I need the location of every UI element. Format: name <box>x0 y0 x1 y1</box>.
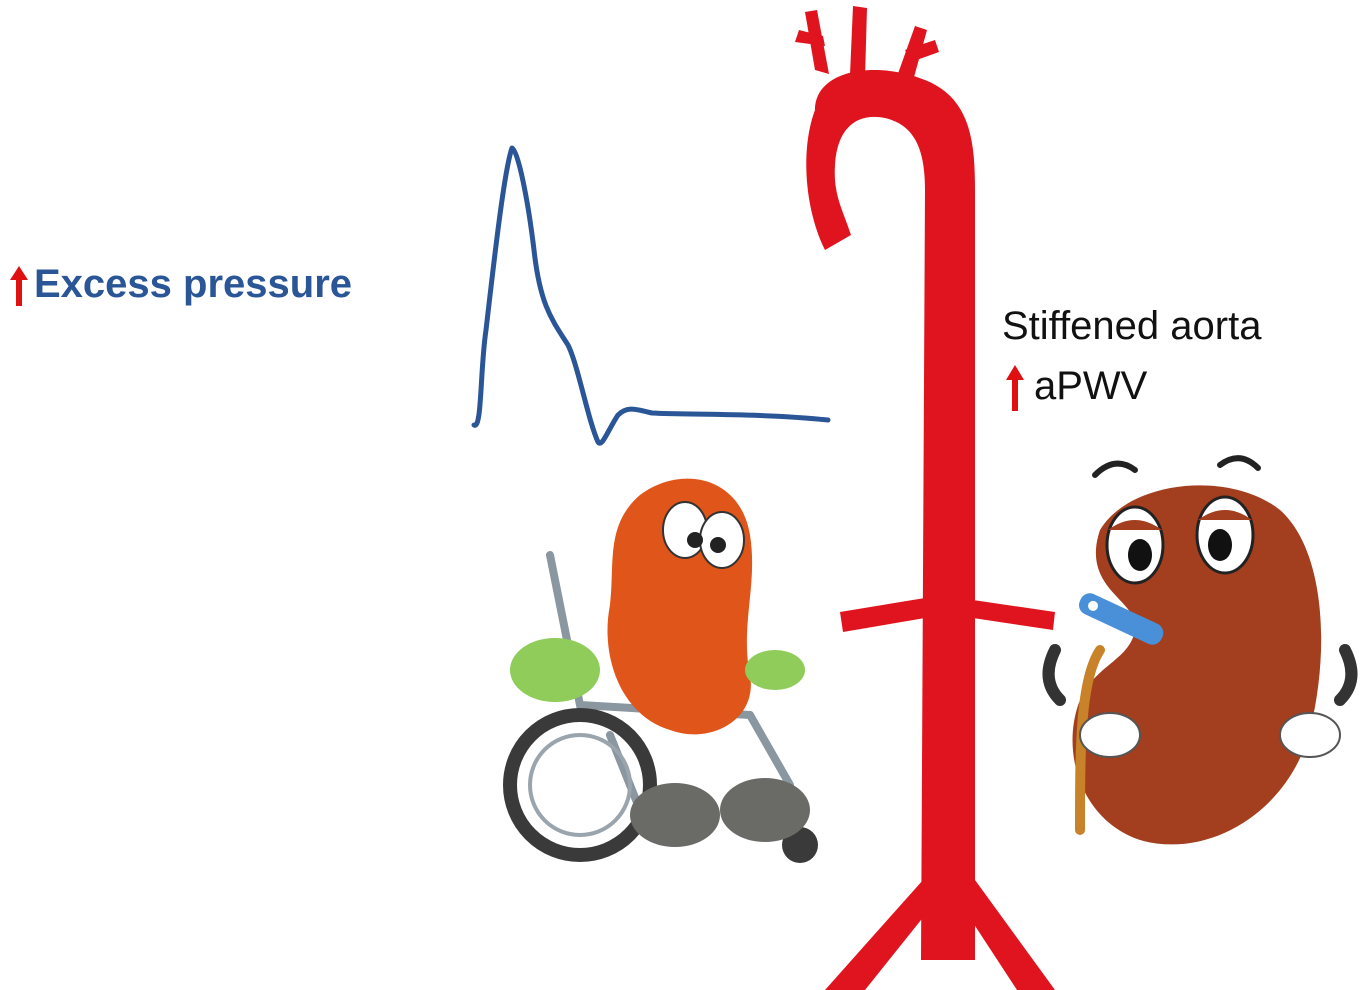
up-arrow-icon <box>1006 365 1024 411</box>
apwv-text: aPWV <box>1034 364 1147 408</box>
sick-kidney-with-thermometer-illustration <box>1040 450 1360 870</box>
stiffened-aorta-label: Stiffened aorta <box>1002 306 1261 346</box>
apwv-label: aPWV <box>1006 364 1147 411</box>
kidney-in-wheelchair-illustration <box>500 455 840 885</box>
excess-pressure-label: Excess pressure <box>10 262 352 307</box>
up-arrow-icon <box>10 266 28 306</box>
excess-pressure-text: Excess pressure <box>34 262 352 306</box>
